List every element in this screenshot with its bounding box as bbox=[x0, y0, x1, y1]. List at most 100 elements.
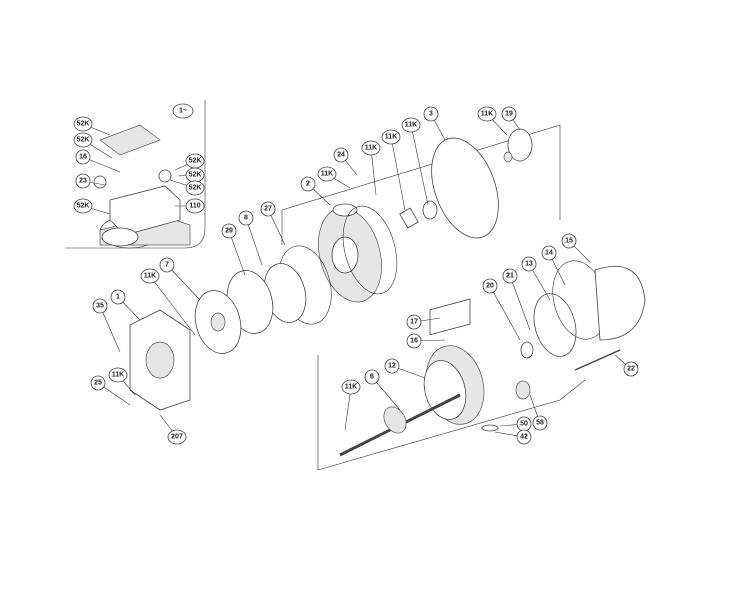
leader-line bbox=[410, 124, 429, 206]
callout-bubble bbox=[185, 180, 205, 196]
callout-16: 16 bbox=[75, 149, 121, 173]
callout-bubble bbox=[401, 117, 421, 133]
callout-24: 24 bbox=[333, 147, 358, 176]
callout-11k: 11K bbox=[361, 140, 381, 196]
callout-bubble bbox=[317, 166, 337, 182]
callout-52k: 52K bbox=[73, 132, 113, 159]
callout-bubble bbox=[482, 278, 498, 294]
callout-bubble bbox=[381, 129, 401, 145]
callout-19: 19 bbox=[501, 106, 521, 131]
callout-number: 52K bbox=[189, 158, 202, 165]
callout-27: 27 bbox=[260, 201, 286, 246]
callout-bubble bbox=[333, 147, 349, 163]
callout-bubble bbox=[341, 379, 361, 395]
callout-bubble bbox=[108, 367, 128, 383]
callout-bubble bbox=[238, 210, 254, 226]
callout-number: 52K bbox=[77, 137, 90, 144]
callout-1: 1 bbox=[110, 289, 141, 321]
callout-12: 12 bbox=[384, 358, 426, 379]
callout-15: 15 bbox=[561, 233, 591, 263]
callout-3: 3 bbox=[423, 106, 446, 141]
callout-labels: 52K52K162352K52K52K52K1102411K11K11K11K2… bbox=[73, 106, 639, 445]
callout-bubble bbox=[92, 298, 108, 314]
callout-number: 14 bbox=[545, 250, 553, 257]
callout-22: 22 bbox=[614, 354, 639, 377]
leader-line bbox=[370, 147, 377, 196]
callout-50: 50 bbox=[499, 416, 532, 432]
callout-bubble bbox=[521, 256, 537, 272]
callout-number: 11K bbox=[405, 122, 417, 129]
callout-number: 42 bbox=[520, 434, 528, 441]
callout-52k: 52K bbox=[73, 198, 111, 215]
callout-20: 20 bbox=[482, 278, 521, 341]
callout-number: 29 bbox=[225, 228, 233, 235]
callout-number: 13 bbox=[525, 261, 533, 268]
callout-number: 6 bbox=[370, 374, 374, 381]
leader-line bbox=[149, 275, 196, 336]
callout-bubble bbox=[361, 140, 381, 156]
callout-11k: 11K bbox=[401, 117, 429, 206]
callout-7: 7 bbox=[159, 257, 201, 301]
callout-bubble bbox=[516, 429, 532, 445]
callout-8: 8 bbox=[238, 210, 263, 266]
terminal-box-inset bbox=[93, 124, 191, 249]
callout-bubble bbox=[502, 268, 518, 284]
callout-13: 13 bbox=[521, 256, 551, 301]
callout-23: 23 bbox=[75, 173, 106, 189]
callout-207: 207 bbox=[159, 414, 187, 445]
callout-number: 17 bbox=[410, 319, 418, 326]
callout-bubble bbox=[561, 233, 577, 249]
callout-number: 11K bbox=[144, 273, 156, 280]
pump-frame bbox=[281, 124, 561, 245]
callout-bubble bbox=[477, 106, 497, 122]
callout-number: 11K bbox=[321, 171, 333, 178]
callout-number: 12 bbox=[388, 363, 396, 370]
callout-bubble bbox=[221, 223, 237, 239]
leader-line bbox=[489, 285, 521, 341]
callout-110: 110 bbox=[175, 198, 205, 214]
leader-line bbox=[509, 275, 531, 331]
callout-number: 207 bbox=[171, 434, 183, 441]
callout-number: 11K bbox=[112, 372, 124, 379]
callout-number: 52K bbox=[189, 172, 202, 179]
motor-parts bbox=[339, 260, 646, 457]
callout-bubble bbox=[73, 116, 93, 132]
callout-number: 11K bbox=[365, 145, 377, 152]
callout-bubble bbox=[501, 106, 517, 122]
callout-6: 6 bbox=[364, 369, 401, 411]
leader-line bbox=[166, 264, 201, 301]
inset-phase-label: 1~ bbox=[179, 108, 187, 115]
callout-11k: 11K bbox=[341, 379, 361, 431]
callout-bubble bbox=[73, 198, 93, 214]
callout-number: 15 bbox=[565, 238, 573, 245]
callout-number: 20 bbox=[486, 283, 494, 290]
callout-11k: 11K bbox=[381, 129, 406, 211]
callout-bubble bbox=[384, 358, 400, 374]
callout-11k: 11K bbox=[108, 367, 136, 396]
callout-number: 11K bbox=[481, 111, 493, 118]
callout-number: 8 bbox=[244, 215, 248, 222]
callout-number: 50 bbox=[520, 421, 528, 428]
callout-bubble bbox=[167, 429, 187, 445]
callout-number: 11K bbox=[385, 134, 397, 141]
callout-bubble bbox=[75, 173, 91, 189]
callout-bubble bbox=[260, 201, 276, 217]
callout-42: 42 bbox=[494, 429, 532, 445]
callout-29: 29 bbox=[221, 223, 246, 276]
callout-number: 25 bbox=[94, 380, 102, 387]
callout-number: 58 bbox=[536, 420, 544, 427]
callout-number: 19 bbox=[505, 111, 513, 118]
callout-bubble bbox=[623, 361, 639, 377]
callout-52k: 52K bbox=[73, 116, 111, 136]
callout-number: 1 bbox=[116, 294, 120, 301]
callout-bubble bbox=[300, 176, 316, 192]
callout-bubble bbox=[532, 415, 548, 431]
callout-number: 7 bbox=[165, 262, 169, 269]
callout-52k: 52K bbox=[174, 153, 205, 171]
callout-17: 17 bbox=[406, 314, 441, 330]
callout-number: 23 bbox=[79, 178, 87, 185]
inset-phase-badge bbox=[172, 103, 194, 119]
callout-58: 58 bbox=[529, 394, 548, 431]
callout-number: 35 bbox=[96, 303, 104, 310]
